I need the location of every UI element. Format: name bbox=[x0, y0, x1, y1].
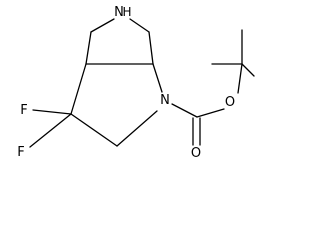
atom-n-boc: N bbox=[160, 93, 170, 108]
bond-nh-ch2 bbox=[129, 18, 150, 33]
bond-fusion-to-cf2 bbox=[70, 63, 87, 115]
atom-n-ring: N bbox=[114, 5, 124, 20]
atom-f-lower: F bbox=[17, 145, 24, 160]
bond-n-to-carbonyl-c bbox=[171, 103, 198, 118]
atom-o-ester: O bbox=[225, 95, 235, 110]
bond-o-to-cq bbox=[237, 63, 243, 94]
bond-cf2-to-ch2 bbox=[70, 113, 118, 147]
bond-c-f-upper bbox=[32, 109, 72, 115]
bond-ch2-c-left-upper bbox=[85, 31, 92, 65]
bond-cq-to-me-right bbox=[241, 63, 255, 77]
bond-c-f-lower bbox=[29, 113, 72, 148]
bond-ch2-nh bbox=[90, 18, 115, 33]
bond-ch2-c-right-upper bbox=[148, 31, 154, 65]
bond-fusion-to-n bbox=[152, 63, 163, 93]
bond-ch2-to-n bbox=[116, 110, 158, 147]
molecule-structure-diagram: N H N F F O O bbox=[17, 5, 255, 161]
bond-c-to-ester-o bbox=[196, 108, 225, 118]
atom-h-ring: H bbox=[122, 5, 131, 19]
atom-f-upper: F bbox=[20, 103, 27, 118]
atom-o-carbonyl: O bbox=[191, 146, 201, 161]
